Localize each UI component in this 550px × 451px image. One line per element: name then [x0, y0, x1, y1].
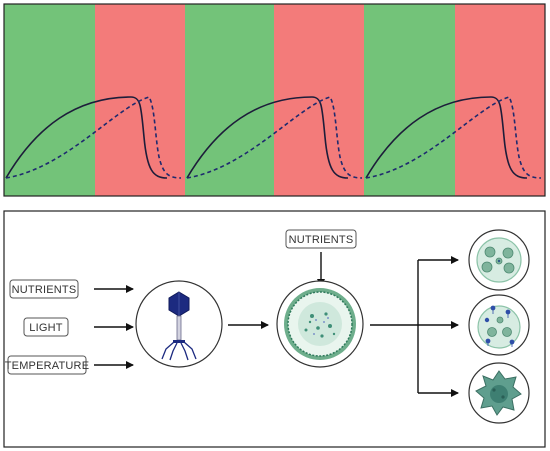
temperature-label-box: TEMPERATURE — [5, 355, 90, 375]
branch-arrows — [370, 256, 459, 397]
light-label-box: LIGHT — [23, 317, 69, 337]
nutrients-top-label-box: NUTRIENTS — [285, 229, 357, 249]
solid-response-curve — [5, 96, 528, 179]
light-label: LIGHT — [29, 322, 62, 334]
nutrients-top-label: NUTRIENTS — [289, 234, 354, 246]
diagram-frame — [3, 210, 546, 448]
temperature-label: TEMPERATURE — [5, 360, 90, 372]
infection-diagram: NUTRIENTS LIGHT TEMPERATURE NUTRIENTS — [3, 210, 546, 448]
dashed-response-curve — [5, 96, 542, 179]
light-period-band — [185, 4, 274, 196]
day-night-timeline — [3, 3, 546, 197]
cell-releasing-phages-icon — [468, 294, 530, 356]
bacteriophage-icon — [135, 280, 223, 368]
host-cell-icon — [276, 280, 364, 368]
nutrients-label: NUTRIENTS — [12, 284, 77, 296]
lysed-cell-icon — [468, 362, 530, 424]
nutrients-label-box: NUTRIENTS — [9, 279, 79, 299]
cell-with-replicating-virions-icon — [468, 229, 530, 291]
light-period-band — [364, 4, 455, 196]
light-period-band — [4, 4, 95, 196]
timeline-frame — [3, 3, 546, 197]
